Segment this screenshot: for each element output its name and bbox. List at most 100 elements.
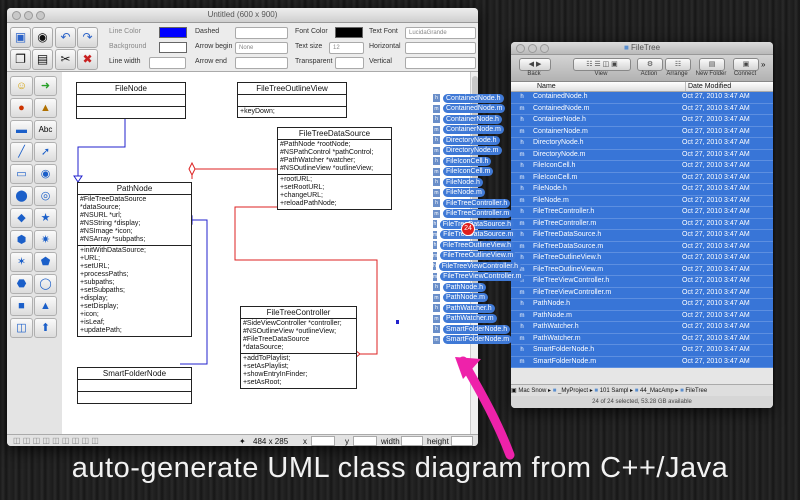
vertical-align-control[interactable] (405, 57, 476, 69)
cylinder-icon[interactable]: ◫ (10, 318, 33, 338)
height-field[interactable] (451, 436, 473, 446)
path-item[interactable]: _MyProject (558, 388, 589, 394)
path-item[interactable]: 44_MacAmp (640, 388, 674, 394)
toolbar-overflow-icon[interactable]: » (761, 60, 766, 69)
delete-icon[interactable]: ✖ (77, 49, 98, 70)
background-color-well[interactable] (159, 42, 187, 53)
hexagon-icon[interactable]: ⬢ (10, 230, 33, 250)
close-window-button[interactable] (12, 11, 21, 20)
horizontal-align-control[interactable] (405, 42, 476, 54)
path-item[interactable]: Mac Snow (518, 388, 547, 394)
paste-icon[interactable]: ▤ (32, 49, 53, 70)
gear-icon[interactable]: ⚙ (637, 58, 663, 71)
class-filetreeoutlineview[interactable]: FileTreeOutlineView +keyDown; (237, 82, 347, 118)
finder-minimize-button[interactable] (528, 44, 537, 53)
arrow-shape-icon[interactable]: ➜ (34, 76, 57, 96)
minimize-window-button[interactable] (24, 11, 33, 20)
class-smartfoldernode[interactable]: SmartFolderNode (77, 367, 192, 404)
class-pathnode[interactable]: PathNode #FileTreeDataSource *dataSource… (77, 182, 192, 337)
finder-close-button[interactable] (516, 44, 525, 53)
class-filetreedatasource[interactable]: FileTreeDataSource #PathNode *rootNode; … (277, 127, 392, 210)
finder-zoom-button[interactable] (540, 44, 549, 53)
arrow-up-icon[interactable]: ⬆ (34, 318, 57, 338)
line-width-field[interactable] (149, 57, 186, 69)
path-item[interactable]: 101 Sampl (599, 388, 629, 394)
text-size-select[interactable]: 12 (329, 42, 364, 54)
camera-icon[interactable]: ◉ (32, 27, 53, 48)
text-font-select[interactable]: LucidaGrande (405, 27, 476, 39)
width-field[interactable] (401, 436, 423, 446)
star-icon[interactable]: ★ (34, 208, 57, 228)
image-shape-icon[interactable]: ▲ (34, 98, 57, 118)
diagram-canvas[interactable]: FileNode FileTreeOutlineView +keyDown; F… (62, 72, 470, 434)
square-icon[interactable]: ■ (10, 296, 33, 316)
path-item[interactable]: FileTree (685, 388, 708, 394)
smiley-shape-icon[interactable]: ☺ (10, 76, 33, 96)
copy-icon[interactable]: ❐ (10, 49, 31, 70)
class-filenode[interactable]: FileNode (76, 82, 186, 119)
star-burst-icon[interactable]: ✷ (34, 230, 57, 250)
rectangle-shape-icon[interactable]: ▬ (10, 120, 33, 140)
class-filetreecontroller[interactable]: FileTreeController #SideViewController *… (240, 306, 357, 389)
zoom-window-button[interactable] (36, 11, 45, 20)
layout-buttons-icon[interactable]: ◫ ◫ ◫ ◫ ◫ ◫ ◫ ◫ ◫ (13, 436, 99, 445)
line-tool-icon[interactable]: ╱ (10, 142, 33, 162)
save-icon[interactable]: ▣ (10, 27, 31, 48)
cut-icon[interactable]: ✂ (55, 49, 76, 70)
arrow-begin-select[interactable]: None (235, 42, 288, 54)
x-field[interactable] (311, 436, 335, 446)
font-color-well[interactable] (335, 27, 363, 38)
finder-titlebar[interactable]: ■ FileTree (511, 42, 773, 55)
date-column-header[interactable]: Date Modified (685, 82, 731, 91)
dashed-select[interactable] (235, 27, 288, 39)
ellipse-icon[interactable]: ⬤ (10, 186, 33, 206)
y-field[interactable] (353, 436, 377, 446)
arrow-line-icon[interactable]: ➚ (34, 142, 57, 162)
window-titlebar[interactable]: Untitled (600 x 900) (7, 8, 478, 23)
view-mode-control[interactable]: ☷ ☰ ◫ ▣ (573, 58, 631, 71)
arrow-end-select[interactable] (235, 57, 288, 69)
circle-outline-icon[interactable]: ◯ (34, 274, 57, 294)
triangle-icon[interactable]: ▲ (34, 296, 57, 316)
name-column-header[interactable]: Name (537, 83, 556, 90)
bicycle-icon[interactable]: ● (10, 98, 33, 118)
back-forward-button[interactable]: ◀ ▶ (519, 58, 551, 71)
undo-icon[interactable]: ↶ (55, 27, 76, 48)
arrange-icon[interactable]: ☷ (665, 58, 691, 71)
connect-icon[interactable]: ▣ (733, 58, 759, 71)
line-color-well[interactable] (159, 27, 187, 38)
star-six-icon[interactable]: ✶ (10, 252, 33, 272)
text-tool-icon[interactable]: Abc (34, 120, 57, 140)
pentagon-icon[interactable]: ⬟ (34, 252, 57, 272)
rounded-rect-icon[interactable]: ▭ (10, 164, 33, 184)
circle-icon[interactable]: ◉ (34, 164, 57, 184)
octagon-icon[interactable]: ⬣ (10, 274, 33, 294)
new-folder-icon[interactable]: ▤ (699, 58, 725, 71)
redo-icon[interactable]: ↷ (77, 27, 98, 48)
diamond-icon[interactable]: ◆ (10, 208, 33, 228)
